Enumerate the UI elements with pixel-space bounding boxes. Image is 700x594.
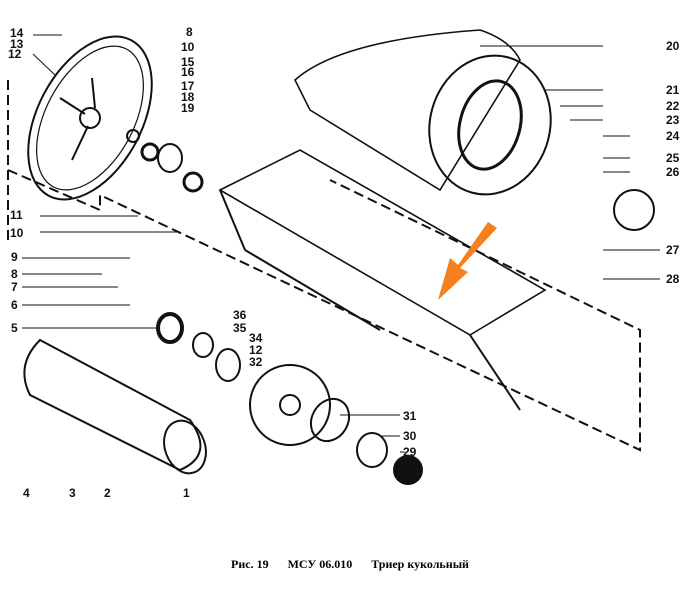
callout-32: 32 [249, 355, 263, 369]
callout-18: 18 [181, 90, 195, 104]
callout-19: 19 [181, 101, 195, 115]
callout-11: 11 [10, 208, 23, 222]
callout-10b: 10 [10, 226, 24, 240]
callout-23: 23 [666, 113, 680, 127]
callout-12b: 12 [249, 343, 263, 357]
callout-10: 10 [181, 40, 195, 54]
assembly-title: Триер кукольный [371, 557, 469, 571]
callout-6: 6 [11, 298, 18, 312]
callout-27: 27 [666, 243, 680, 257]
figure-caption: Рис. 19 МСУ 06.010 Триер кукольный [0, 557, 700, 572]
callout-21: 21 [666, 83, 680, 97]
callout-22: 22 [666, 99, 680, 113]
figure-number: Рис. 19 [231, 557, 269, 571]
assembly-code: МСУ 06.010 [287, 557, 353, 571]
callout-17: 17 [181, 79, 195, 93]
highlight-arrow [438, 222, 497, 300]
callout-5: 5 [11, 321, 18, 335]
callout-14: 14 [10, 26, 24, 40]
callout-25: 25 [666, 151, 680, 165]
callout-34: 34 [249, 331, 263, 345]
trier-cylinder [23, 338, 202, 472]
end-wheel [27, 35, 153, 201]
wheel-hub [79, 107, 101, 129]
gear-27 [613, 189, 655, 231]
callout-28: 28 [666, 272, 680, 286]
callout-9: 9 [11, 250, 18, 264]
callout-31: 31 [403, 409, 417, 423]
callout-20: 20 [666, 39, 680, 53]
feeder-housing [294, 29, 521, 192]
callout-35: 35 [233, 321, 247, 335]
callout-24: 24 [666, 129, 680, 143]
trier-trough [218, 149, 547, 336]
callout-30: 30 [403, 429, 417, 443]
callout-7: 7 [11, 280, 18, 294]
callout-15: 15 [181, 55, 195, 69]
callout-26: 26 [666, 165, 680, 179]
callout-36: 36 [233, 308, 247, 322]
callout-2: 2 [104, 486, 111, 500]
callout-16: 16 [181, 65, 195, 79]
callout-4: 4 [23, 486, 30, 500]
sprocket-32 [249, 364, 331, 446]
callout-8b: 8 [11, 267, 18, 281]
callout-8: 8 [186, 25, 193, 39]
callout-12: 12 [8, 47, 22, 61]
callout-1: 1 [183, 486, 190, 500]
callout-29: 29 [403, 445, 417, 459]
housing-ring [428, 54, 552, 196]
callout-13: 13 [10, 37, 24, 51]
callout-3: 3 [69, 486, 76, 500]
